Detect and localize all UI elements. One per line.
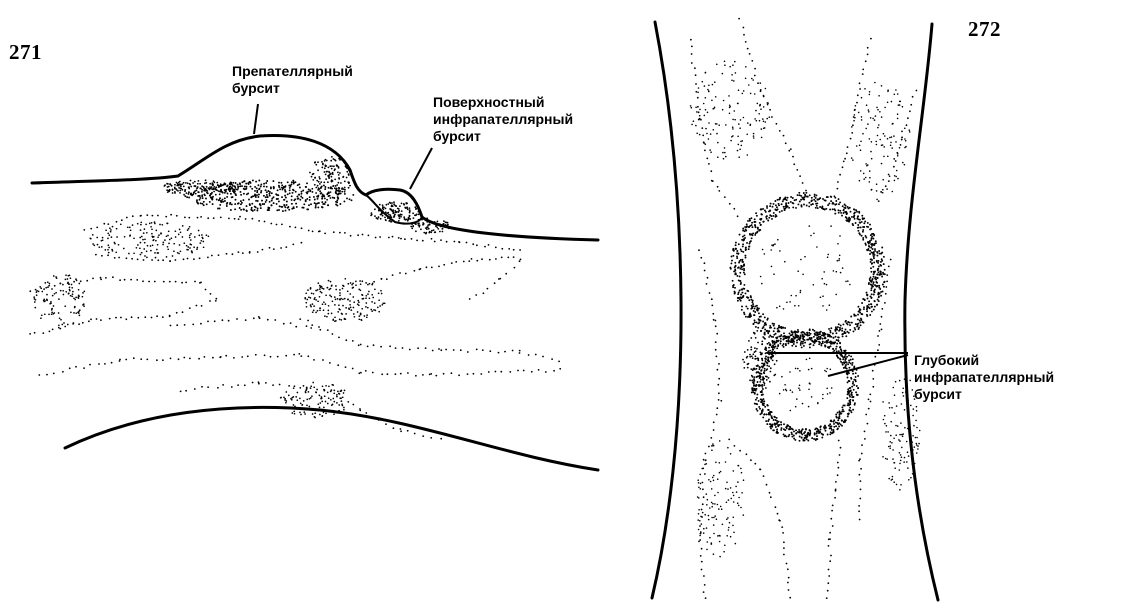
label-line: Препателлярный [232, 63, 353, 80]
label-line: Поверхностный [433, 94, 573, 111]
label-line: бурсит [232, 80, 353, 97]
label-superficial-infrapatellar-bursitis: Поверхностный инфрапателлярный бурсит [433, 94, 573, 145]
leader-superficial-infrapatellar [410, 148, 432, 189]
label-line: бурсит [433, 128, 573, 145]
label-prepatellar-bursitis: Препателлярный бурсит [232, 63, 353, 97]
leader-prepatellar [254, 104, 258, 134]
label-line: бурсит [914, 386, 1054, 403]
skin-contour-271 [32, 135, 598, 240]
label-line: инфрапателлярный [914, 369, 1054, 386]
figure-number-271: 271 [9, 40, 42, 65]
label-deep-infrapatellar-bursitis: Глубокий инфрапателлярный бурсит [914, 352, 1054, 403]
figure-number-272: 272 [968, 17, 1001, 42]
figure-272-outlines [652, 22, 938, 600]
label-line: Глубокий [914, 352, 1054, 369]
label-line: инфрапателлярный [433, 111, 573, 128]
shin-contour-271 [65, 407, 598, 470]
leg-right-contour-272 [905, 24, 938, 600]
leg-left-contour-272 [652, 22, 681, 598]
